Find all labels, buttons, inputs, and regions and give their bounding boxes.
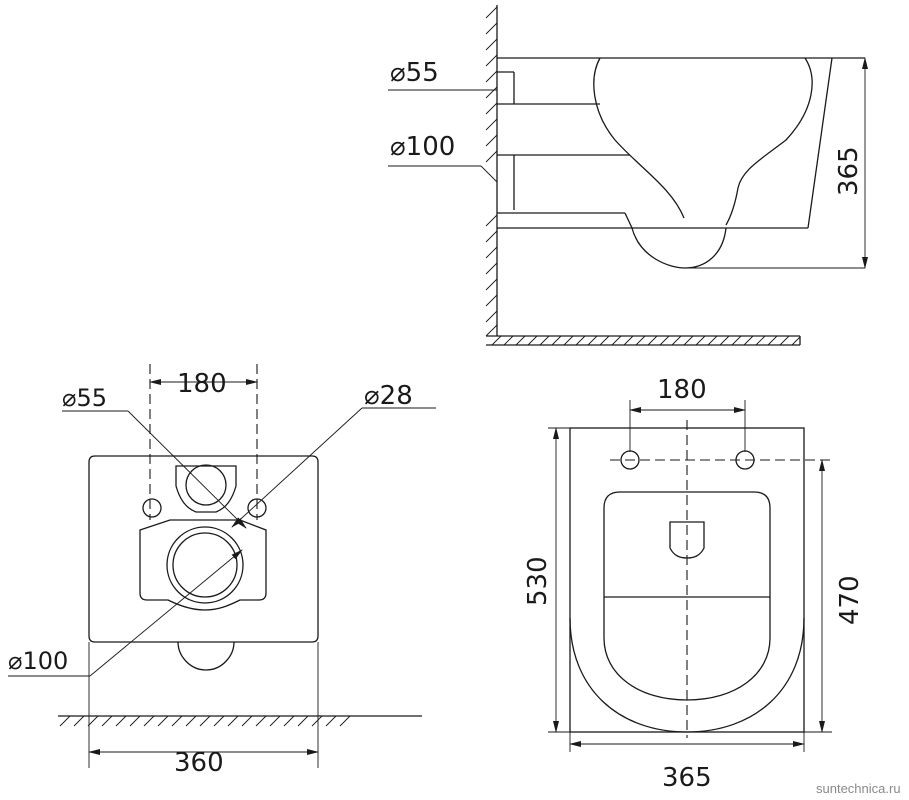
toilet-profile [497, 57, 865, 269]
side-leaders [388, 89, 498, 183]
back-body [88, 455, 319, 643]
back-dim-bolt-hole: ⌀28 [364, 381, 413, 411]
top-view: 180 530 470 365 [523, 375, 865, 793]
side-view: ⌀55 ⌀100 365 [388, 5, 868, 346]
back-bolt-hole-left [142, 498, 162, 518]
back-small-outlet [175, 465, 237, 513]
back-dim-pipe-small: ⌀55 [62, 384, 107, 412]
floor-hatching [486, 335, 801, 346]
top-dim-bolt-spacing: 180 [657, 375, 707, 405]
pipe-outlets [497, 71, 630, 214]
top-dim-width: 365 [662, 763, 712, 793]
back-dim-bolt-spacing: 180 [177, 369, 227, 399]
back-dim-pipe-large: ⌀100 [8, 647, 68, 675]
watermark: suntechnica.ru [816, 781, 901, 796]
top-dim-seat-length: 470 [835, 575, 865, 625]
side-dim-pipe-large: ⌀100 [390, 132, 455, 162]
back-dim-width: 360 [174, 748, 224, 778]
back-view: ⌀55 180 ⌀28 ⌀100 360 [8, 364, 436, 778]
back-large-outlet [139, 519, 267, 611]
top-dim-length: 530 [523, 556, 553, 606]
wall-hatching [485, 5, 498, 337]
back-floor [58, 715, 422, 727]
side-dim-pipe-small: ⌀55 [390, 58, 439, 88]
side-dim-height: 365 [834, 146, 864, 196]
